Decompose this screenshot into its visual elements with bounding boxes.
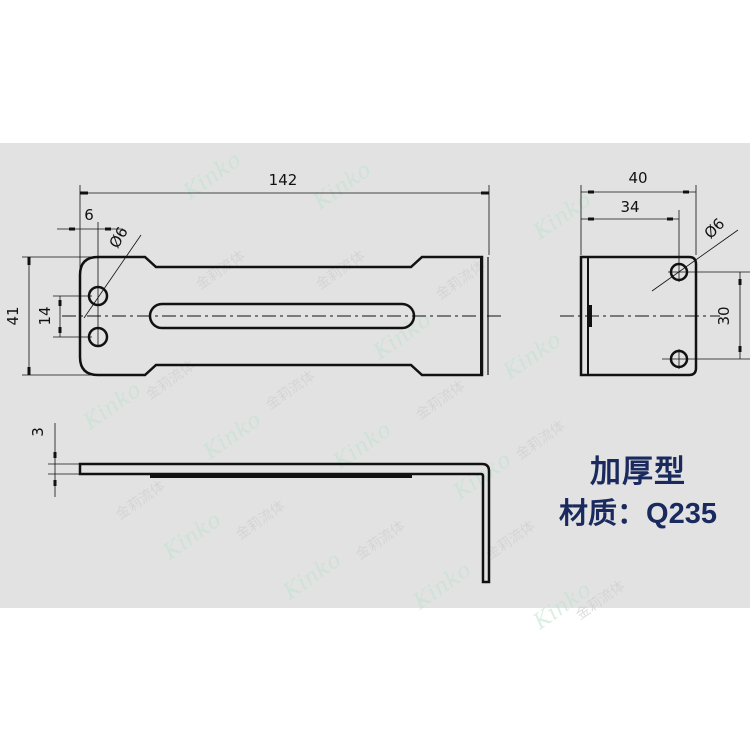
dim-end-hole-diameter: Ø6: [701, 215, 729, 243]
product-labels: 加厚型 材质：Q235: [548, 452, 728, 536]
dim-overall-width: 41: [4, 306, 22, 325]
svg-text:Kinko: Kinko: [158, 508, 226, 566]
svg-text:Kinko: Kinko: [178, 148, 246, 206]
material-label: 材质：Q235: [559, 498, 717, 530]
dim-thickness: 3: [29, 427, 47, 437]
svg-text:Kinko: Kinko: [278, 548, 346, 606]
svg-text:金莉流体: 金莉流体: [433, 258, 488, 303]
end-view: [560, 185, 750, 377]
watermark-layer: Kinko Kinko Kinko Kinko Kinko Kinko Kink…: [78, 148, 628, 636]
end-plate-outline: [579, 255, 698, 377]
dim-hole-spacing: 14: [36, 306, 54, 325]
dim-end-hole-offset: 34: [620, 198, 639, 216]
svg-text:金莉流体: 金莉流体: [193, 248, 248, 293]
svg-text:Kinko: Kinko: [198, 408, 266, 466]
side-profile: [78, 462, 491, 584]
svg-text:Kinko: Kinko: [328, 418, 396, 476]
side-view: [48, 423, 491, 584]
svg-text:金莉流体: 金莉流体: [233, 498, 288, 543]
svg-text:Kinko: Kinko: [498, 328, 566, 386]
dim-end-width: 40: [628, 169, 647, 187]
dim-end-hole-spacing: 30: [715, 306, 733, 325]
svg-text:Kinko: Kinko: [408, 558, 476, 616]
dim-overall-length: 142: [269, 171, 298, 189]
svg-text:Kinko: Kinko: [78, 378, 146, 436]
svg-text:金莉流体: 金莉流体: [413, 378, 468, 423]
dim-hole-offset: 6: [84, 206, 94, 224]
svg-text:金莉流体: 金莉流体: [113, 478, 168, 523]
product-type-label: 加厚型: [590, 454, 686, 489]
slot: [148, 302, 416, 330]
svg-text:金莉流体: 金莉流体: [483, 518, 538, 563]
svg-text:金莉流体: 金莉流体: [313, 248, 368, 293]
svg-text:金莉流体: 金莉流体: [353, 518, 408, 563]
top-view: [22, 185, 505, 377]
svg-text:金莉流体: 金莉流体: [263, 368, 318, 413]
svg-text:Kinko: Kinko: [528, 188, 596, 246]
svg-text:Kinko: Kinko: [308, 158, 376, 216]
